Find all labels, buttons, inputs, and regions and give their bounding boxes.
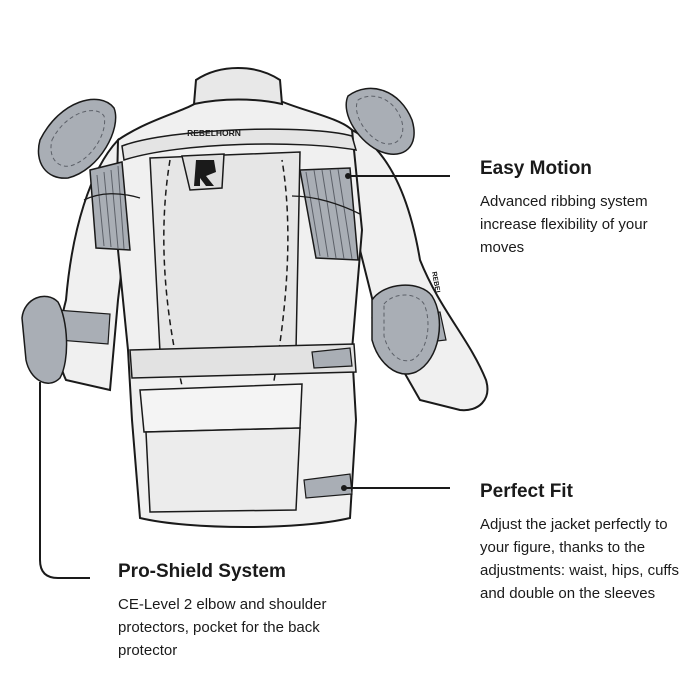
shoulder-yoke: [121, 128, 358, 161]
waist-adjuster-right: [311, 347, 353, 369]
rebelhorn-r-icon: [194, 160, 216, 186]
jacket-logo-text: REBELHORN: [187, 128, 241, 138]
shoulder-protector-left-inner: [50, 110, 106, 167]
callout-easy-motion: [345, 173, 450, 179]
flex-arrow-left: [83, 193, 141, 201]
hip-adjuster: [303, 473, 353, 499]
shoulder-protector-left: [37, 98, 117, 179]
waist-band: [129, 343, 357, 379]
collar: [192, 67, 284, 106]
ribbing-left: [89, 161, 131, 251]
back-protector-outline: [163, 159, 289, 403]
back-pocket-flap: [139, 383, 303, 433]
easy-motion-title: Easy Motion: [480, 158, 592, 179]
sleeve-logo-text: REBEL: [430, 271, 441, 296]
perfect-fit-description: Adjust the jacket perfectly to your figu…: [480, 516, 679, 602]
shoulder-protector-right: [345, 87, 415, 155]
callout-perfect-fit: [341, 485, 450, 491]
pro-shield-title: Pro-Shield System: [118, 561, 286, 582]
callout-pro-shield: [39, 382, 90, 579]
back-vent-panel: [149, 151, 301, 353]
elbow-protector-right: [371, 284, 441, 375]
back-pocket: [145, 427, 301, 513]
flex-arrow-right: [291, 195, 361, 215]
easy-motion-description: Advanced ribbing system increase flexibi…: [480, 193, 648, 256]
perfect-fit-title: Perfect Fit: [480, 481, 573, 502]
elbow-protector-right-inner: [383, 294, 429, 362]
pro-shield-description: CE-Level 2 elbow and shoulder protectors…: [118, 596, 327, 659]
elbow-protector-left: [21, 295, 68, 384]
shoulder-protector-right-inner: [356, 95, 404, 145]
ribbing-right: [299, 167, 359, 261]
